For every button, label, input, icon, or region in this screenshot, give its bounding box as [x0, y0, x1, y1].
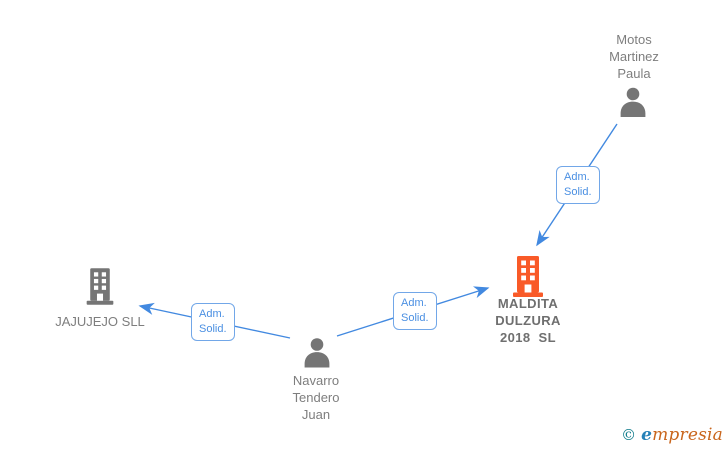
person-icon: [620, 87, 646, 117]
empresia-wordmark: empresia: [641, 425, 723, 445]
building-icon-maldita-dulzura[interactable]: [510, 256, 546, 297]
empresia-logo[interactable]: © empresia: [621, 423, 723, 447]
node-label-maldita-dulzura[interactable]: MALDITA DULZURA 2018 SL: [495, 296, 561, 345]
node-label-jajujejo-sll[interactable]: JAJUJEJO SLL: [55, 314, 145, 329]
building-icon: [86, 268, 114, 305]
edge-label-navarro-maldita: Adm. Solid.: [393, 292, 437, 330]
person-icon-motos-martinez-paula[interactable]: [617, 87, 649, 117]
building-icon-jajujejo-sll[interactable]: [84, 267, 116, 306]
building-icon: [513, 256, 543, 297]
person-icon: [304, 338, 330, 368]
copyright-icon: ©: [621, 426, 637, 444]
edge-label-motos-maldita: Adm. Solid.: [556, 166, 600, 204]
person-icon-navarro-tendero-juan[interactable]: [301, 337, 333, 368]
node-label-navarro-tendero-juan[interactable]: Navarro Tendero Juan: [292, 373, 340, 422]
node-label-motos-martinez-paula[interactable]: Motos Martinez Paula: [609, 32, 659, 81]
edge-label-navarro-jajujejo: Adm. Solid.: [191, 303, 235, 341]
